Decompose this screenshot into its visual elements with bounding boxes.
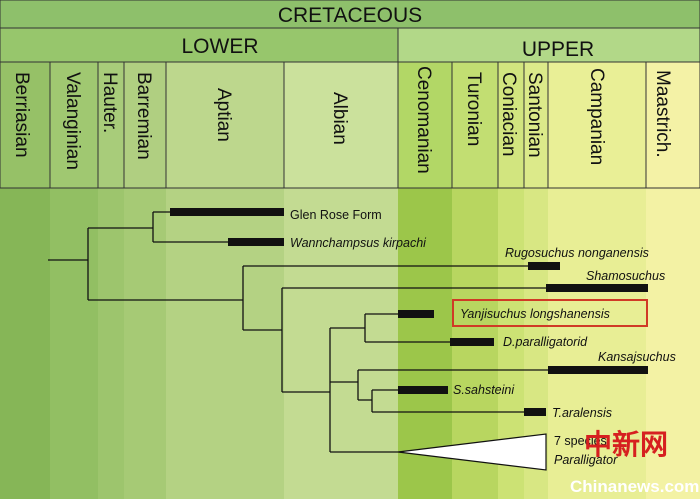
taxon-rugosuchus: Rugosuchus nonganensis [505,246,649,260]
taxon-t-aralensis: T.aralensis [552,406,612,420]
stage-maastrichtian: Maastrich. [652,70,673,158]
range-bar-t-aralensis [524,408,546,416]
taxon-shamosuchus: Shamosuchus [586,269,665,283]
taxon-labels: Glen Rose Form Wannchampsus kirpachi Rug… [290,208,676,467]
period-header: CRETACEOUS [0,0,700,29]
stage-cenomanian: Cenomanian [413,66,434,174]
stage-barremian: Barremian [133,72,154,160]
range-bar-s-sahsteini [398,386,448,394]
range-bar-rugosuchus [528,262,560,270]
taxon-paralligator: Paralligator [554,453,618,467]
watermark: 中新网 Chinanews.com [570,428,699,496]
taxon-d-paralligatorid: D.paralligatorid [503,335,588,349]
stage-coniacian: Coniacian [498,72,519,157]
range-bar-shamosuchus [546,284,648,292]
stage-santonian: Santonian [524,72,545,158]
taxon-kansajsuchus: Kansajsuchus [598,350,676,364]
range-bar-yanjisuchus [398,310,434,318]
stage-berriasian: Berriasian [11,72,32,158]
range-bar-kansajsuchus [548,366,648,374]
epoch-header: LOWER UPPER [0,27,700,63]
stage-hauterivian: Hauter. [99,72,120,133]
stage-turonian: Turonian [463,72,484,146]
stratigraphic-ranges [170,208,648,416]
yanjisuchus-highlight-box [452,299,648,327]
taxon-seven-species: 7 species [554,434,607,448]
period-label: CRETACEOUS [278,4,422,27]
epoch-upper-label: UPPER [522,38,594,61]
stage-campanian: Campanian [586,68,607,165]
range-bar-glen-rose [170,208,284,216]
watermark-logo-en: Chinanews.com [570,477,699,496]
stage-aptian: Aptian [213,88,234,142]
taxon-glen-rose: Glen Rose Form [290,208,382,222]
range-bar-wannchampsus [228,238,284,246]
paralligator-clade-triangle [397,433,547,471]
range-bar-d-paralligatorid [450,338,494,346]
stage-valanginian: Valanginian [62,72,83,170]
watermark-logo-cn: 中新网 [584,428,668,461]
taxon-s-sahsteini: S.sahsteini [453,383,515,397]
stage-header: Berriasian Valanginian Hauter. Barremian… [0,61,700,189]
taxon-wannchampsus: Wannchampsus kirpachi [290,236,427,250]
stage-albian: Albian [329,92,350,145]
epoch-lower-label: LOWER [181,35,258,58]
phylogenetic-tree [48,211,550,453]
taxon-yanjisuchus: Yanjisuchus longshanensis [460,307,610,321]
